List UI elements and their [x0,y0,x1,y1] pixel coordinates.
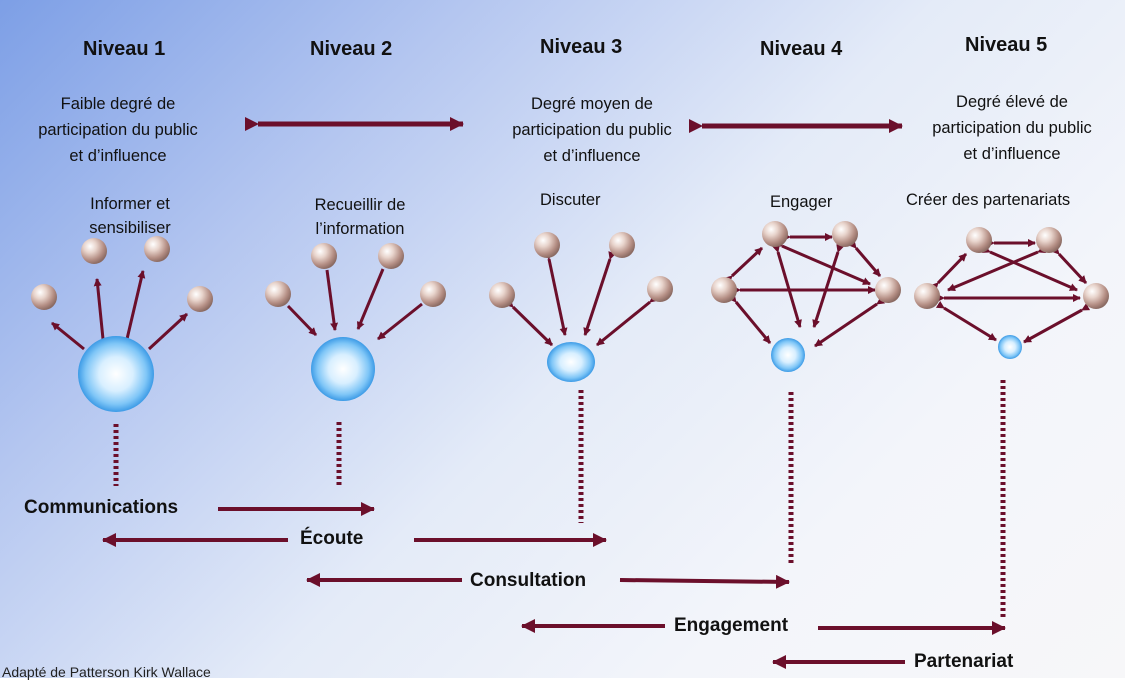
stakeholder-node [762,221,788,247]
organization-node [998,335,1022,359]
stakeholder-node [81,238,107,264]
level-5-title: Niveau 5 [965,34,1048,56]
organization-node [311,337,375,401]
stage-informer: Informer et sensibiliser [89,195,171,237]
stakeholder-node [832,221,858,247]
source-credit: Adapté de Patterson Kirk Wallace [2,664,211,680]
stakeholder-node [534,232,560,258]
stakeholder-node [711,277,737,303]
stakeholder-node [378,243,404,269]
stakeholder-node [1083,283,1109,309]
stage-partenariats: Créer des partenariats [906,191,1071,209]
level-2-title: Niveau 2 [310,38,393,60]
stakeholder-node [144,236,170,262]
stakeholder-node [31,284,57,310]
level4-network [711,221,901,372]
organization-node [547,342,595,382]
band-partenariat: Partenariat [914,651,1014,672]
range-arrows [102,502,1006,669]
stage-discuter: Discuter [540,191,601,209]
stage-recueillir: Recueillir de l’information [314,196,406,238]
degree-arrows [245,117,903,133]
degree-high: Degré élevé de participation du public e… [932,93,1092,163]
organization-node [78,336,154,412]
band-consultation: Consultation [470,570,587,591]
band-communications: Communications [24,497,179,518]
stakeholder-node [265,281,291,307]
stakeholder-node [420,281,446,307]
level-1-title: Niveau 1 [83,38,166,60]
consultation-arrow-right [619,574,790,589]
stakeholder-node [1036,227,1062,253]
stakeholder-node [489,282,515,308]
level1-network [31,236,213,412]
stakeholder-node [187,286,213,312]
stakeholder-node [311,243,337,269]
level5-network [914,227,1109,359]
band-ecoute: Écoute [300,528,364,549]
level-3-title: Niveau 3 [540,36,623,58]
level-4-title: Niveau 4 [760,38,843,60]
band-engagement: Engagement [674,615,789,636]
stakeholder-node [914,283,940,309]
stakeholder-node [647,276,673,302]
stage-engager: Engager [770,193,833,211]
degree-mid: Degré moyen de participation du public e… [512,95,672,165]
stakeholder-node [609,232,635,258]
organization-node [771,338,805,372]
dotted-connectors [113,380,1006,620]
degree-low: Faible degré de participation du public … [38,95,198,165]
stakeholder-node [875,277,901,303]
level2-network [265,243,446,401]
level3-network [489,232,673,382]
stakeholder-node [966,227,992,253]
